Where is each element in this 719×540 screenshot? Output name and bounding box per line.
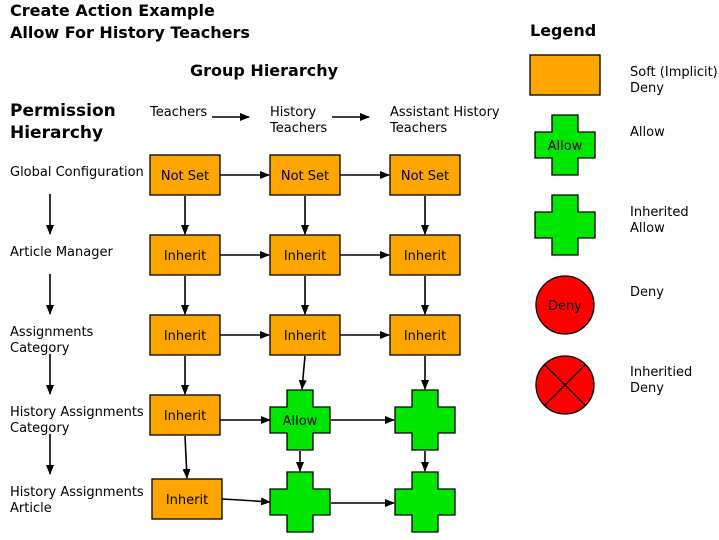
grid-cell-label: Inherit: [404, 329, 446, 344]
grid-cell-label: Not Set: [401, 169, 449, 184]
soft-deny-box: [151, 478, 223, 520]
grid-cell-label: Inherit: [164, 249, 206, 264]
legend-label-inherited-deny-line2: Deny: [630, 381, 664, 396]
soft-deny-box: [389, 154, 461, 196]
soft-deny-box: [149, 314, 221, 356]
legend-label-allow: Allow: [630, 125, 665, 140]
legend-symbol-label: Allow: [548, 139, 583, 154]
inherited-allow-cross-icon: [394, 471, 456, 533]
grid-cell-soft-deny: Not Set: [389, 154, 461, 196]
permission-hierarchy-heading-line1: Permission: [10, 101, 116, 121]
group-labels: Teachers History Teachers Assistant Hist…: [149, 105, 500, 136]
grid-cell-soft-deny: Inherit: [149, 314, 221, 356]
grid-arrow: [221, 497, 271, 506]
grid-cell-label: Inherit: [164, 329, 206, 344]
level-label-global-configuration: Global Configuration: [10, 165, 144, 180]
soft-deny-box: [269, 154, 341, 196]
legend-label-deny: Deny: [630, 285, 664, 300]
level-label-article-manager: Article Manager: [10, 245, 113, 260]
grid-cell-soft-deny: Inherit: [389, 314, 461, 356]
title-line-1: Create Action Example: [10, 1, 215, 20]
grid-cell-soft-deny: Inherit: [149, 394, 221, 436]
legend-label-soft-deny-line2: Deny: [630, 81, 664, 96]
legend-label-inherited-deny-line1: Inheritied: [630, 365, 692, 380]
title-line-2: Allow For History Teachers: [10, 23, 250, 42]
grid-cell-label: Inherit: [404, 249, 446, 264]
level-label-assignments-category-line1: Assignments: [10, 325, 94, 340]
legend-label-inherited-allow-line1: Inherited: [630, 205, 689, 220]
soft-deny-box: [149, 394, 221, 436]
group-label-assistant-history-teachers-line1: Assistant History: [390, 105, 500, 120]
inherited-allow-cross-icon: [269, 471, 331, 533]
grid-cell-label: Allow: [283, 414, 318, 429]
grid-cell-allow: Allow: [269, 389, 331, 451]
allow-cross-icon: [534, 114, 596, 176]
group-hierarchy-heading: Group Hierarchy: [190, 61, 339, 80]
soft-deny-box: [269, 314, 341, 356]
soft-deny-box: [389, 314, 461, 356]
grid-cell-soft-deny: Inherit: [151, 478, 223, 520]
permission-hierarchy-heading-line2: Hierarchy: [10, 123, 103, 143]
soft-deny-box: [149, 154, 221, 196]
grid-cell-label: Inherit: [164, 409, 206, 424]
level-label-history-assignments-category-line1: History Assignments: [10, 405, 144, 420]
inherited-allow-cross-icon: [534, 194, 596, 256]
grid-cell-soft-deny: Not Set: [149, 154, 221, 196]
cross-line: [544, 364, 586, 406]
level-label-assignments-category-line2: Category: [10, 341, 70, 356]
legend-symbol-inherited-allow: [534, 194, 596, 256]
legend-symbol-soft-deny: [529, 54, 601, 96]
grid-cell-inherited-allow: [394, 471, 456, 533]
legend-label-inherited-allow-line2: Allow: [630, 221, 665, 236]
level-labels: Global Configuration Article Manager Ass…: [10, 165, 144, 516]
level-label-history-assignments-article-line2: Article: [10, 501, 52, 516]
grid-cell-soft-deny: Not Set: [269, 154, 341, 196]
soft-deny-box: [269, 234, 341, 276]
legend-symbol-deny: Deny: [535, 275, 595, 335]
grid-cell-label: Inherit: [166, 493, 208, 508]
grid-cell-soft-deny: Inherit: [269, 314, 341, 356]
level-label-history-assignments-category-line2: Category: [10, 421, 70, 436]
group-label-history-teachers-line2: Teachers: [269, 121, 327, 136]
grid-cell-soft-deny: Inherit: [149, 234, 221, 276]
soft-deny-box: [529, 54, 601, 96]
grid-cell-label: Inherit: [284, 249, 326, 264]
legend-label-soft-deny-line1: Soft (Implicit): [630, 65, 718, 80]
grid-cell-inherited-allow: [269, 471, 331, 533]
grid-cell-label: Not Set: [161, 169, 209, 184]
grid-arrow: [298, 355, 307, 390]
grid-arrows: [181, 171, 429, 507]
legend-symbol-label: Deny: [548, 299, 582, 314]
group-label-teachers: Teachers: [149, 105, 207, 120]
legend-symbol-inherited-deny: [535, 355, 595, 415]
legend-heading: Legend: [530, 21, 596, 40]
grid-arrow: [182, 435, 191, 479]
allow-cross-icon: [269, 389, 331, 451]
legend-labels: Soft (Implicit) Deny Allow Inherited All…: [630, 65, 718, 396]
grid-cell-label: Inherit: [284, 329, 326, 344]
group-label-assistant-history-teachers-line2: Teachers: [389, 121, 447, 136]
soft-deny-box: [149, 234, 221, 276]
inherited-allow-cross-icon: [394, 389, 456, 451]
grid-cell-inherited-allow: [394, 389, 456, 451]
grid-cell-soft-deny: Inherit: [269, 234, 341, 276]
grid-cell-soft-deny: Inherit: [389, 234, 461, 276]
grid-cell-label: Not Set: [281, 169, 329, 184]
group-label-history-teachers-line1: History: [270, 105, 317, 120]
deny-circle-icon: [535, 275, 595, 335]
legend-symbol-allow: Allow: [534, 114, 596, 176]
soft-deny-box: [389, 234, 461, 276]
level-label-history-assignments-article-line1: History Assignments: [10, 485, 144, 500]
